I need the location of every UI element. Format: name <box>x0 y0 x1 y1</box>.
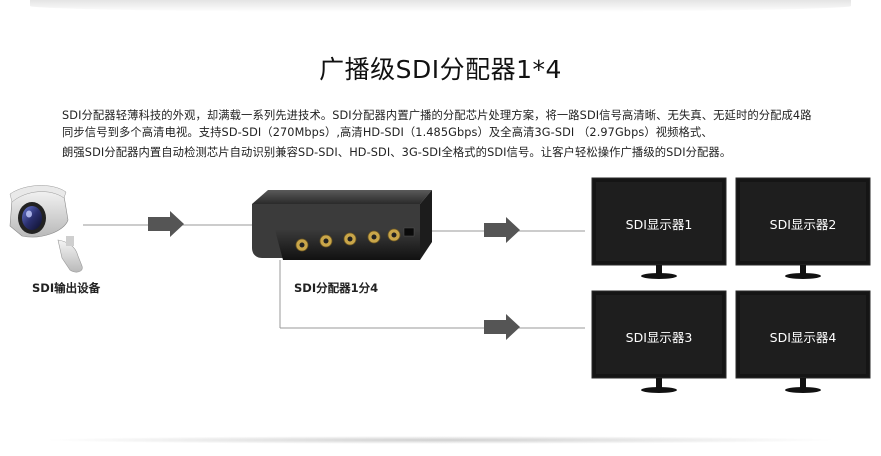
splitter-device-icon <box>252 190 432 260</box>
bottom-shadow-divider <box>40 436 841 444</box>
arrow-icon-2 <box>484 217 520 243</box>
monitor-label-2: SDI显示器2 <box>736 214 870 233</box>
description-line-2: 同步信号到多个高清电视。支持SD-SDI（270Mbps）,高清HD-SDI（1… <box>62 124 862 141</box>
page-title: 广播级SDI分配器1*4 <box>0 50 881 86</box>
description-line-1: SDI分配器轻薄科技的外观，却满载一系列先进技术。SDI分配器内置广播的分配芯片… <box>62 107 862 124</box>
description-line-3: 朗强SDI分配器内置自动检测芯片自动识别兼容SD-SDI、HD-SDI、3G-S… <box>62 144 862 161</box>
arrow-icon-1 <box>148 211 184 237</box>
splitter-label: SDI分配器1分4 <box>294 280 378 296</box>
monitor-label-1: SDI显示器1 <box>592 214 726 233</box>
source-device-label: SDI输出设备 <box>32 280 100 296</box>
diagram-graphics <box>0 170 881 440</box>
arrow-icon-3 <box>484 314 520 340</box>
monitor-label-4: SDI显示器4 <box>736 327 870 346</box>
description: SDI分配器轻薄科技的外观，却满载一系列先进技术。SDI分配器内置广播的分配芯片… <box>62 107 862 161</box>
connection-diagram: SDI输出设备 SDI分配器1分4 SDI显示器1 SDI显示器2 SDI显示器… <box>0 170 881 440</box>
camera-icon <box>10 185 82 272</box>
monitor-label-3: SDI显示器3 <box>592 327 726 346</box>
top-shadow-divider <box>30 0 851 12</box>
